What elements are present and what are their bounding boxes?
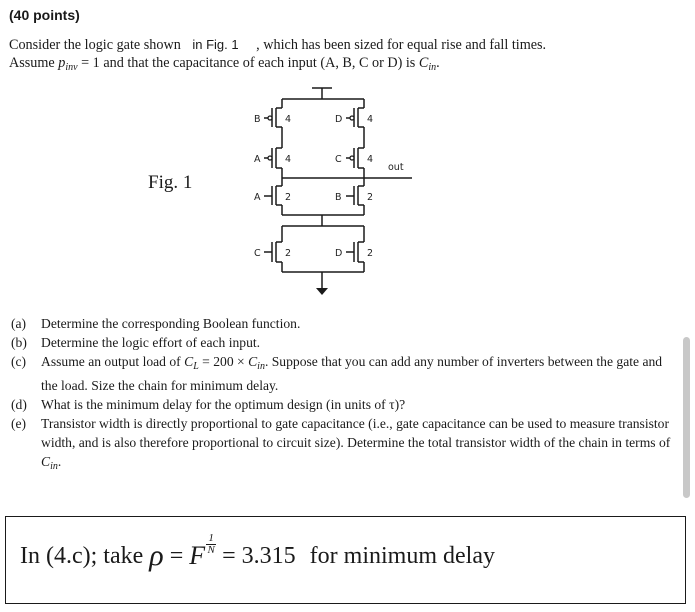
- pmos-bubble-c: [349, 155, 355, 161]
- question-text: What is the minimum delay for the optimu…: [41, 397, 406, 412]
- question-label: (e): [11, 416, 27, 431]
- figure-caption: Fig. 1: [148, 172, 193, 193]
- question-e-body: Transistor width is directly proportiona…: [41, 416, 671, 450]
- question-label: (d): [11, 397, 27, 412]
- nmos-width-c: 2: [285, 248, 291, 259]
- question-label: (b): [11, 335, 27, 350]
- pmos-width-a: 4: [285, 154, 291, 165]
- pmos-bubble-d: [349, 115, 355, 121]
- fraction-bar: [206, 543, 217, 545]
- question-e: (e) Transistor width is directly proport…: [11, 414, 671, 476]
- question-text: Determine the logic effort of each input…: [41, 335, 261, 350]
- intro-line1-c: , which has been sized for equal rise an…: [256, 37, 547, 53]
- question-label: (c): [11, 354, 27, 369]
- c-in-symbol: C: [41, 454, 51, 469]
- equals-sign: =: [169, 542, 184, 569]
- question-c-part1: Assume an output load of: [41, 354, 181, 369]
- intro-period: .: [436, 55, 440, 71]
- question-e-period: .: [57, 454, 62, 469]
- f-symbol: F: [189, 541, 206, 570]
- nmos-input-b: B: [335, 192, 342, 203]
- nmos-width-d: 2: [367, 248, 373, 259]
- question-c-part3: . Suppose that you can add any number of…: [41, 354, 663, 393]
- pmos-input-c: C: [335, 154, 342, 165]
- pmos-bubble-a: [267, 155, 273, 161]
- pmos-input-d: D: [335, 114, 342, 125]
- nmos-width-a: 2: [285, 192, 291, 203]
- problem-statement: Consider the logic gate shown in Fig. 1 …: [9, 36, 689, 77]
- question-c-part2: = 200 ×: [202, 354, 245, 369]
- hint-box: In (4.c); take ρ = F 1 N = 3.315 for min…: [5, 516, 686, 604]
- c-in-subscript: in: [428, 62, 437, 73]
- exponent-numerator: 1: [208, 531, 214, 544]
- pmos-width-d: 4: [367, 114, 373, 125]
- exponent-denominator: N: [207, 543, 215, 556]
- pmos-width-b: 4: [285, 114, 291, 125]
- c-in-subscript: in: [50, 461, 58, 472]
- c-load-subscript: L: [193, 361, 199, 372]
- question-text: Transistor width is directly proportiona…: [41, 414, 671, 476]
- c-in-symbol: C: [418, 55, 429, 71]
- rho-symbol: ρ: [149, 539, 164, 572]
- c-load-symbol: C: [184, 354, 194, 369]
- question-c: (c) Assume an output load of CL = 200 × …: [11, 352, 671, 395]
- question-d: (d) What is the minimum delay for the op…: [11, 395, 671, 414]
- intro-line2-a: Assume: [9, 55, 55, 71]
- pmos-width-c: 4: [367, 154, 373, 165]
- intro-line1-a: Consider the logic gate shown: [9, 37, 181, 53]
- c-in-subscript: in: [257, 361, 265, 372]
- intro-line2-b: = 1 and that the capacitance of each inp…: [81, 55, 416, 71]
- pmos-input-a: A: [254, 154, 261, 165]
- hint-suffix: for minimum delay: [309, 542, 495, 569]
- vertical-scrollbar[interactable]: [683, 337, 690, 498]
- nmos-input-d: D: [335, 248, 342, 259]
- pmos-input-b: B: [254, 114, 261, 125]
- logic-gate-schematic: B 4 D 4 A 4 C 4 out A 2 B 2 C 2 D 2: [254, 87, 412, 295]
- nmos-input-a: A: [254, 192, 261, 203]
- question-text: Assume an output load of CL = 200 × Cin.…: [41, 352, 671, 395]
- points-header: (40 points): [9, 7, 80, 23]
- question-text: Determine the corresponding Boolean func…: [41, 316, 301, 331]
- hint-prefix: In (4.c); take: [20, 542, 144, 569]
- question-list: (a) Determine the corresponding Boolean …: [11, 314, 671, 476]
- ground-symbol: [316, 288, 328, 295]
- c-in-symbol: C: [248, 354, 258, 369]
- pmos-bubble-b: [267, 115, 273, 121]
- nmos-input-c: C: [254, 248, 261, 259]
- p-inv-symbol: p: [58, 55, 66, 71]
- question-a: (a) Determine the corresponding Boolean …: [11, 314, 671, 333]
- figure-reference: in Fig. 1: [192, 37, 239, 52]
- p-inv-subscript: inv: [65, 62, 78, 73]
- nmos-width-b: 2: [367, 192, 373, 203]
- output-label: out: [388, 162, 404, 173]
- question-b: (b) Determine the logic effort of each i…: [11, 333, 671, 352]
- exponent-fraction: 1 N: [206, 531, 217, 556]
- question-label: (a): [11, 316, 27, 331]
- hint-value: = 3.315: [222, 542, 296, 569]
